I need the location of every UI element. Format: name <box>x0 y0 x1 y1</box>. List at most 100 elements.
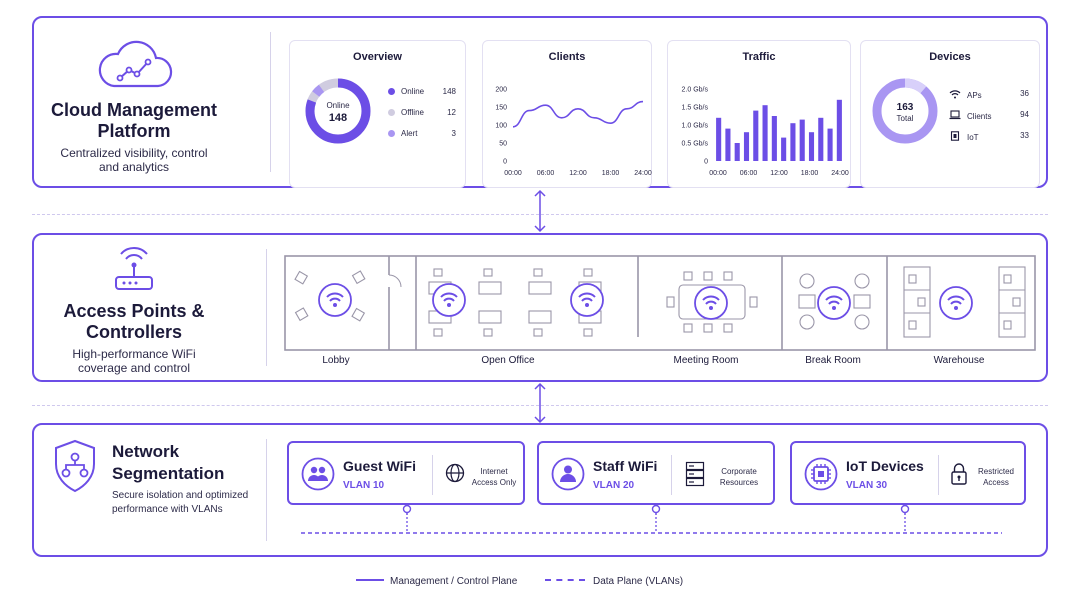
overview-legend-label: Alert <box>401 129 418 138</box>
y-tick-label: 0 <box>704 159 708 166</box>
seg-title-line2: Segmentation <box>112 464 225 483</box>
wifi-access-point-icon <box>570 283 604 317</box>
vlan-box-staff[interactable]: Staff WiFi VLAN 20 Corporate Resources <box>537 441 775 505</box>
seg-subtitle-line2: performance with VLANs <box>112 504 223 515</box>
server-icon <box>685 461 705 487</box>
vlan-box-guest[interactable]: Guest WiFi VLAN 10 Internet Access Only <box>287 441 525 505</box>
dashed-line-icon <box>545 579 585 581</box>
traffic-bar <box>808 132 815 161</box>
ap-title: Access Points & Controllers <box>34 301 234 343</box>
y-tick-label: 0.5 Gb/s <box>682 141 709 148</box>
y-tick-label: 2.0 Gb/s <box>682 87 709 94</box>
access-point-meeting-room[interactable] <box>693 285 729 326</box>
cloud-header: Cloud Management Platform Centralized vi… <box>34 18 266 186</box>
ap-subtitle: High-performance WiFi coverage and contr… <box>34 347 234 375</box>
traffic-card[interactable]: Traffic 0 0.5 Gb/s 1.0 Gb/s 1.5 Gb/s 2.0 Gb/… <box>667 40 851 188</box>
vlan-divider <box>671 455 672 495</box>
overview-legend-value: 3 <box>451 129 456 138</box>
x-tick-label: 24:00 <box>634 170 652 177</box>
ap-title-line2: Controllers <box>85 322 182 342</box>
cloud-subtitle: Centralized visibility, control and anal… <box>34 146 234 174</box>
vlan-description: Internet Access Only <box>469 466 519 488</box>
vlan-divider <box>938 455 939 495</box>
lock-icon <box>951 463 967 485</box>
traffic-bar <box>743 132 750 161</box>
wifi-icon <box>949 90 961 99</box>
x-tick-label: 00:00 <box>504 170 522 177</box>
traffic-title: Traffic <box>742 51 776 63</box>
x-tick-label: 24:00 <box>831 170 849 177</box>
vlan-box-iot[interactable]: IoT Devices VLAN 30 Restricted Access <box>790 441 1026 505</box>
cloud-title: Cloud Management Platform <box>34 100 234 142</box>
traffic-bar <box>790 123 796 161</box>
vlan-id: VLAN 10 <box>343 480 385 491</box>
access-point-open-office-2[interactable] <box>569 282 605 323</box>
vlan-id: VLAN 30 <box>846 480 888 491</box>
laptop-icon <box>949 110 961 120</box>
devices-donut-chart <box>872 78 938 144</box>
vlan-description: Restricted Access <box>970 466 1022 488</box>
legend-dashed-label: Data Plane (VLANs) <box>593 576 684 587</box>
ap-subtitle-line2: coverage and control <box>77 361 191 375</box>
seg-subtitle-line1: Secure isolation and optimized <box>112 490 249 501</box>
devices-row-label: APs <box>967 91 982 100</box>
overview-center-label: Online <box>326 101 350 110</box>
traffic-bar <box>799 119 805 161</box>
devices-row-iot: IoT 33 <box>949 131 1029 142</box>
chip-icon <box>950 131 960 141</box>
vlan-name: Staff WiFi <box>593 458 658 474</box>
traffic-bar <box>818 117 824 161</box>
room-label-warehouse: Warehouse <box>933 355 985 366</box>
users-icon <box>301 457 335 491</box>
ap-subtitle-line1: High-performance WiFi <box>72 347 196 361</box>
data-plane-bus <box>301 504 1002 534</box>
vlan-desc-line2: Access <box>983 478 1009 487</box>
devices-card[interactable]: Devices 163 Total APs 36 Clients 94 <box>860 40 1040 188</box>
seg-subtitle: Secure isolation and optimized performan… <box>112 489 248 517</box>
vlan-desc-line1: Internet <box>480 467 508 476</box>
clients-series-line <box>512 100 644 128</box>
vlan-desc-line1: Corporate <box>721 467 757 476</box>
overview-legend-offline: Offline 12 <box>388 108 456 117</box>
legend-management-plane: Management / Control Plane <box>356 576 517 587</box>
y-tick-label: 100 <box>495 123 507 130</box>
vlan-id: VLAN 20 <box>593 480 635 491</box>
solid-line-icon <box>356 579 384 581</box>
traffic-bar <box>716 117 722 161</box>
cloud-management-tier: Cloud Management Platform Centralized vi… <box>32 16 1048 188</box>
room-label-lobby: Lobby <box>322 355 350 366</box>
y-tick-label: 1.5 Gb/s <box>682 105 709 112</box>
devices-row-aps: APs 36 <box>949 89 1029 100</box>
traffic-bar <box>781 137 787 161</box>
access-point-lobby[interactable] <box>317 282 353 323</box>
traffic-bar <box>762 105 768 161</box>
overview-legend-label: Online <box>401 87 425 96</box>
access-point-open-office-1[interactable] <box>431 282 467 323</box>
x-tick-label: 18:00 <box>602 170 620 177</box>
wifi-access-point-icon <box>432 283 466 317</box>
room-label-break-room: Break Room <box>805 355 861 366</box>
cloud-subtitle-line1: Centralized visibility, control <box>60 146 208 160</box>
header-divider <box>266 249 267 366</box>
traffic-bar <box>753 110 759 161</box>
overview-title: Overview <box>353 51 402 63</box>
access-point-break-room[interactable] <box>816 285 852 326</box>
clients-title: Clients <box>548 51 586 63</box>
devices-row-label: IoT <box>967 133 979 142</box>
overview-card[interactable]: Overview Online 148 Online 148 Offline 1… <box>289 40 466 188</box>
devices-center-value: 163 <box>896 102 914 113</box>
double-arrow-connector <box>534 189 546 233</box>
vlan-desc-line2: Resources <box>719 478 759 487</box>
cloud-title-line2: Platform <box>97 121 171 141</box>
access-points-tier: Access Points & Controllers High-perform… <box>32 233 1048 382</box>
x-tick-label: 18:00 <box>801 170 819 177</box>
access-point-warehouse[interactable] <box>938 285 974 326</box>
user-icon <box>551 457 585 491</box>
y-tick-label: 1.0 Gb/s <box>682 123 709 130</box>
y-tick-label: 200 <box>495 87 507 94</box>
x-tick-label: 12:00 <box>569 170 587 177</box>
wifi-access-point-icon <box>939 286 973 320</box>
overview-donut-chart <box>305 78 371 144</box>
